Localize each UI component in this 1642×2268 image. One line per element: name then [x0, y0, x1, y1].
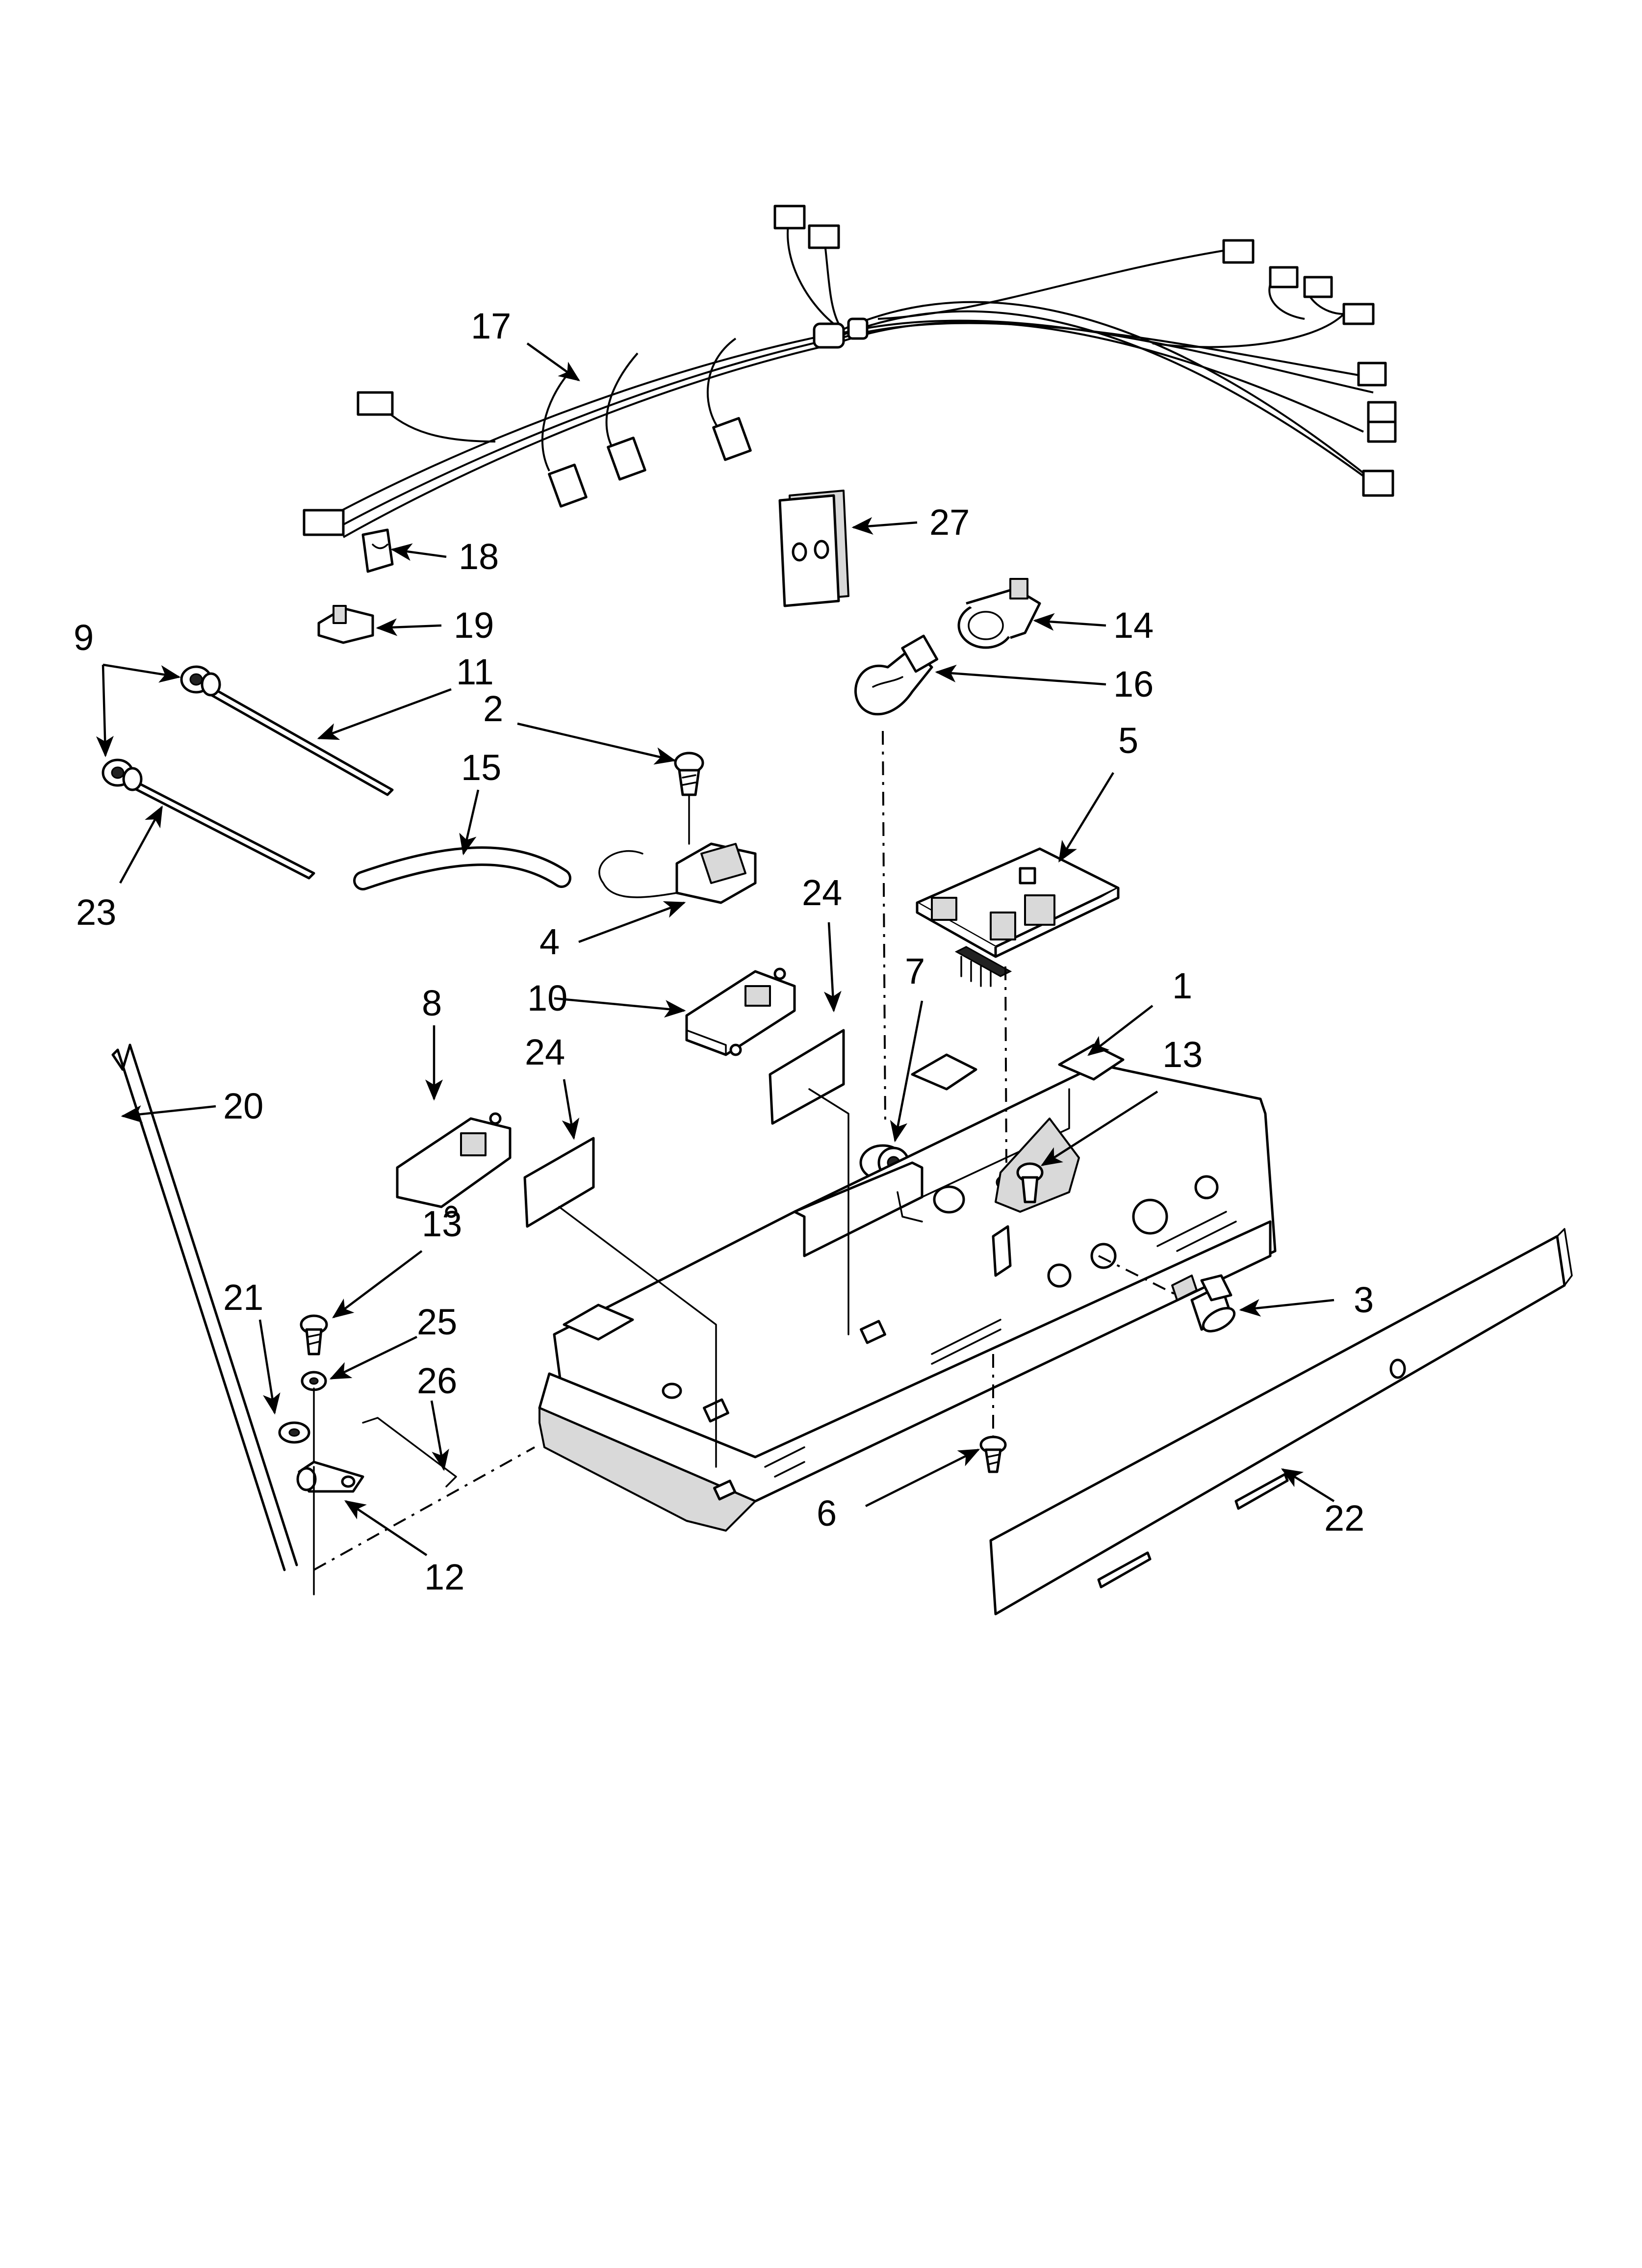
control-housing-part-1	[538, 1043, 1277, 1532]
washer-part-21	[278, 1421, 310, 1444]
callout-leaders	[96, 342, 1335, 1556]
bracket-part-8	[396, 1112, 512, 1218]
callout-11: 11	[456, 652, 494, 692]
knob-part-3	[1171, 1274, 1236, 1332]
callout-labels: 17 18 19 27 9 11 2 14 16 15 5 23 24 4 7 …	[74, 306, 1374, 1597]
callout-23: 23	[76, 892, 116, 933]
alignment-lines	[313, 730, 1178, 1595]
rod-part-23	[126, 779, 315, 880]
spring-part-26	[362, 1417, 457, 1487]
hinge-part-12	[296, 1387, 364, 1493]
screw-part-2	[674, 752, 704, 796]
callout-8: 8	[422, 983, 442, 1023]
switch-part-4	[598, 794, 757, 904]
label-part-24-right	[769, 1029, 845, 1125]
callout-24-left: 24	[525, 1032, 565, 1072]
bracket-part-10	[685, 967, 796, 1056]
callout-19: 19	[454, 605, 494, 646]
callout-13-lower: 13	[422, 1203, 462, 1244]
control-board-part-5	[916, 847, 1120, 987]
callout-12: 12	[424, 1557, 464, 1597]
callout-1: 1	[1172, 965, 1192, 1006]
callout-10: 10	[527, 978, 567, 1018]
screw-part-13-lower	[300, 1314, 328, 1356]
callout-2: 2	[483, 688, 503, 729]
light-bulb-part-16	[854, 634, 939, 716]
callout-13-upper: 13	[1162, 1034, 1203, 1075]
callout-22: 22	[1324, 1498, 1364, 1538]
callout-24-right: 24	[802, 872, 842, 913]
wire-harness-part	[303, 205, 1397, 538]
callout-17: 17	[471, 306, 511, 346]
pad-part-27	[778, 490, 849, 607]
callout-15: 15	[461, 747, 501, 788]
callout-26: 26	[417, 1360, 457, 1401]
grommet-part-9	[102, 665, 221, 791]
washer-part-25	[301, 1371, 327, 1391]
tube-part-15	[353, 846, 571, 890]
callout-14: 14	[1113, 605, 1154, 646]
callout-25: 25	[417, 1302, 457, 1342]
callout-18: 18	[459, 536, 499, 577]
callout-27: 27	[929, 502, 970, 543]
lamp-socket-part-14	[957, 578, 1041, 649]
rod-part-11	[200, 683, 394, 796]
bracket-part-19	[317, 605, 374, 644]
callout-6: 6	[817, 1493, 837, 1534]
screw-part-6	[979, 1435, 1007, 1473]
wire-rod-part-20	[111, 1043, 298, 1571]
callout-21: 21	[223, 1277, 263, 1318]
callout-20: 20	[223, 1086, 263, 1126]
callout-4: 4	[539, 921, 560, 962]
callout-16: 16	[1113, 664, 1154, 704]
callout-3: 3	[1354, 1279, 1374, 1320]
callout-9: 9	[74, 617, 94, 658]
label-part-24-left	[523, 1137, 595, 1228]
callout-7: 7	[905, 951, 925, 991]
screw-insulator-part-13	[995, 1118, 1080, 1213]
trim-strip-part-22	[989, 1228, 1573, 1616]
callout-5: 5	[1118, 720, 1138, 761]
clip-part-18	[361, 528, 394, 573]
